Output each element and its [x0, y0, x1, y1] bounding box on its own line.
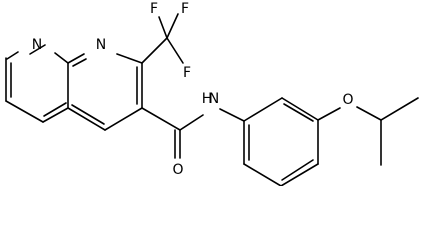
bond	[317, 107, 341, 121]
phenyl-ring	[243, 97, 319, 186]
bond	[72, 58, 87, 67]
bond	[29, 44, 46, 55]
bond	[6, 51, 19, 60]
atom-label-f: F	[181, 1, 189, 17]
atom-label-n: N	[209, 91, 219, 107]
bond	[42, 107, 69, 123]
atom-label-o: O	[172, 162, 183, 178]
bond	[356, 106, 382, 121]
amide-group	[141, 107, 245, 159]
atom-label-n: N	[96, 37, 106, 53]
bond	[281, 159, 314, 181]
bond	[166, 13, 179, 39]
bond	[380, 97, 419, 121]
atom-label-h: H	[202, 91, 213, 107]
bond	[166, 37, 184, 64]
bond	[281, 97, 319, 121]
molecule-diagram: N N F F F N H O O	[5, 1, 419, 186]
bond	[116, 53, 143, 64]
bond	[243, 97, 283, 122]
bond	[141, 107, 181, 131]
left-pyridine-ring	[5, 44, 69, 123]
trifluoromethyl-group	[141, 13, 184, 64]
bond	[54, 52, 69, 64]
bond	[158, 16, 168, 39]
atom-label-n: N	[32, 37, 42, 53]
bond	[43, 102, 67, 117]
bond	[179, 114, 204, 131]
atom-label-f: F	[183, 65, 191, 81]
bond	[71, 104, 105, 125]
bond	[280, 163, 319, 186]
bond	[104, 107, 143, 131]
bond	[67, 107, 106, 131]
bond	[219, 108, 245, 122]
bond	[5, 100, 44, 123]
structure-canvas: N N F F F N H O O	[5, 1, 419, 186]
bond	[67, 53, 85, 64]
atom-label-f: F	[150, 1, 158, 17]
bond	[141, 37, 168, 64]
bond	[243, 163, 282, 186]
right-pyridine-ring	[67, 53, 143, 131]
isopropoxy-group	[317, 97, 419, 166]
bond	[283, 103, 314, 122]
atom-label-o: O	[342, 92, 353, 108]
